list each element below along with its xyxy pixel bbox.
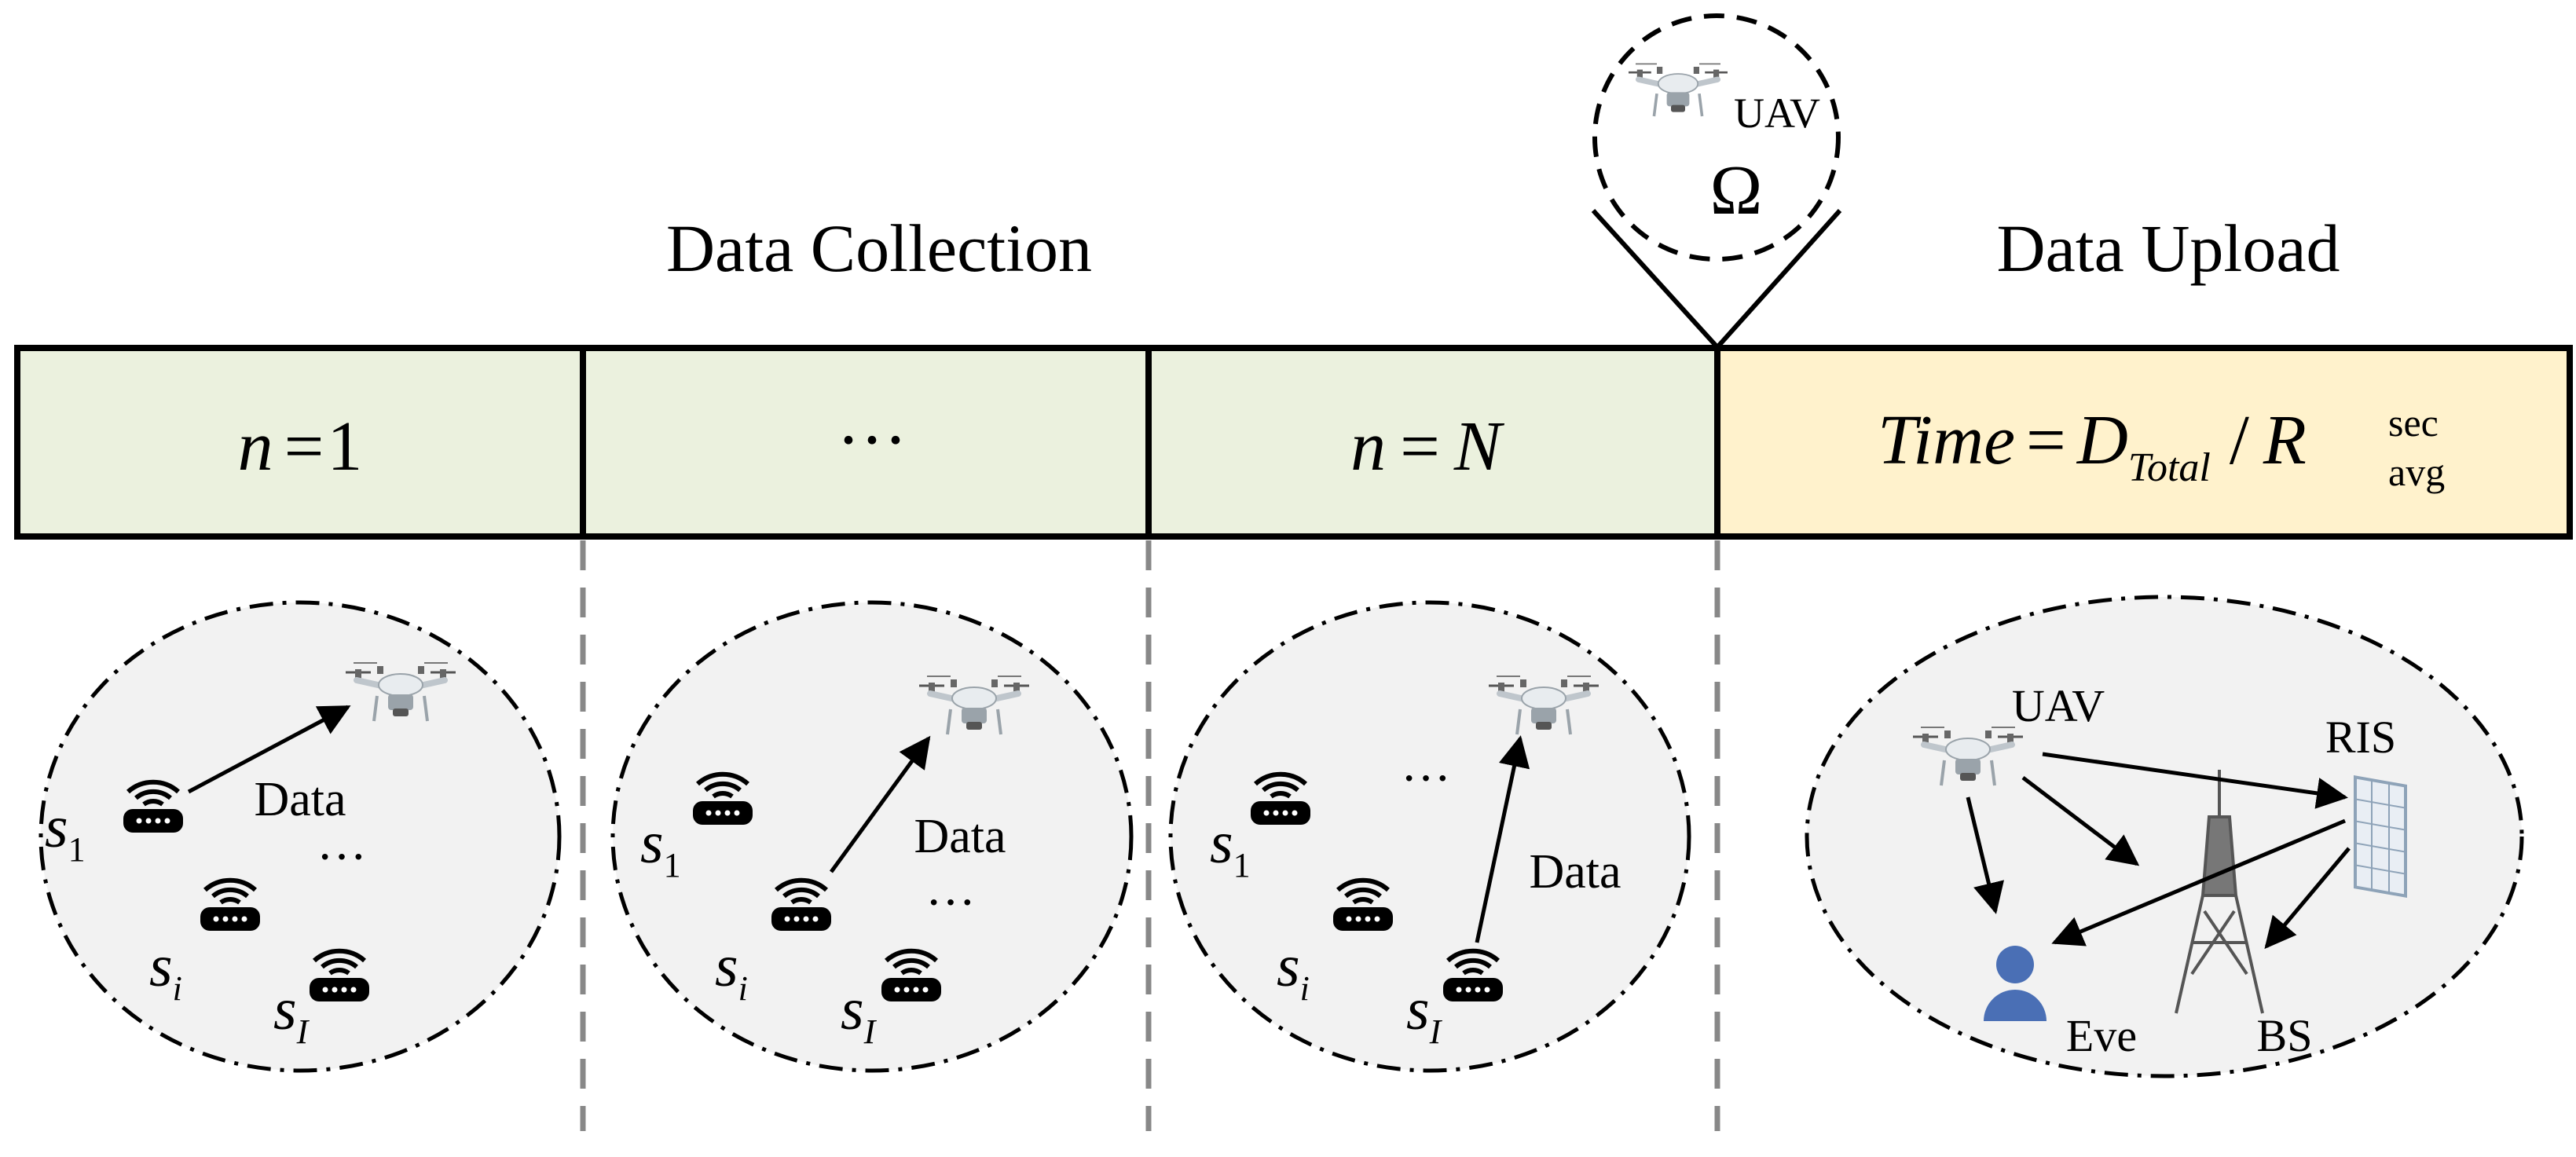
upload-box [1714, 345, 2573, 540]
data-arrow [829, 735, 931, 873]
uav-to-ris-arrow [2042, 752, 2348, 809]
ris-label: RIS [2325, 712, 2396, 763]
slot-mid-label: ··· [837, 401, 907, 479]
dots-label: ··· [925, 874, 976, 930]
ris-icon [2354, 775, 2407, 898]
data-label: Data [254, 773, 346, 826]
slot-1-label: n=1 [238, 408, 363, 485]
slot-1-box [14, 345, 586, 540]
sensor-si-label: si [715, 933, 748, 1008]
data-arrow [1475, 735, 1530, 943]
sensor-s1-label: s1 [45, 794, 86, 869]
sensor-si-last-label: sI [841, 976, 878, 1051]
uav-callout: UAV Ω [1591, 13, 1842, 350]
dots-label: ··· [1401, 750, 1451, 806]
timeline-bar: n=1 ··· n=N Time=DTotal/R sec avg [14, 345, 2573, 540]
sensor-s1-label: s1 [1210, 810, 1251, 884]
slot-n-box [1145, 345, 1720, 540]
upload-uav-label: UAV [2012, 680, 2105, 731]
uav-to-bs-arrow [2021, 776, 2140, 866]
sensor-si-last-label: sI [1406, 976, 1443, 1051]
ris-to-eve-arrow [2051, 818, 2346, 946]
data-upload-title: Data Upload [1996, 211, 2340, 286]
bs-label: BS [2257, 1010, 2313, 1061]
slot-n-label: n=N [1350, 408, 1505, 485]
data-label: Data [1529, 845, 1621, 899]
upload-panel: UAV RIS BS Eve [1805, 595, 2524, 1078]
sensor-si-label: si [149, 933, 182, 1008]
ris-to-bs-arrow [2264, 847, 2351, 950]
slot-mid-panel: Data ··· s1 si sI [610, 600, 1134, 1073]
sensor-si-label: si [1277, 933, 1310, 1008]
upload-r-superscript: sec [2388, 401, 2439, 445]
sensor-si-last-label: sI [273, 976, 310, 1051]
data-collection-title: Data Collection [666, 211, 1092, 286]
upload-time-formula: Time=DTotal/R [1878, 401, 2307, 490]
data-label: Data [914, 810, 1006, 863]
callout-uav-label: UAV [1734, 90, 1820, 137]
sensor-s1-label: s1 [640, 810, 681, 884]
dots-label: ··· [317, 829, 367, 884]
upload-r-subscript: avg [2388, 450, 2445, 494]
slot-1-panel: Data ··· s1 si sI [38, 600, 562, 1073]
uav-to-eve-arrow [1966, 796, 2004, 914]
slot-separators [580, 540, 1720, 1131]
eve-label: Eve [2066, 1010, 2137, 1061]
callout-omega-label: Ω [1710, 152, 1763, 229]
slot-n-panel: Data ··· s1 si sI [1168, 600, 1691, 1073]
eve-person-icon [1984, 946, 2047, 1021]
data-arrow [187, 705, 351, 794]
